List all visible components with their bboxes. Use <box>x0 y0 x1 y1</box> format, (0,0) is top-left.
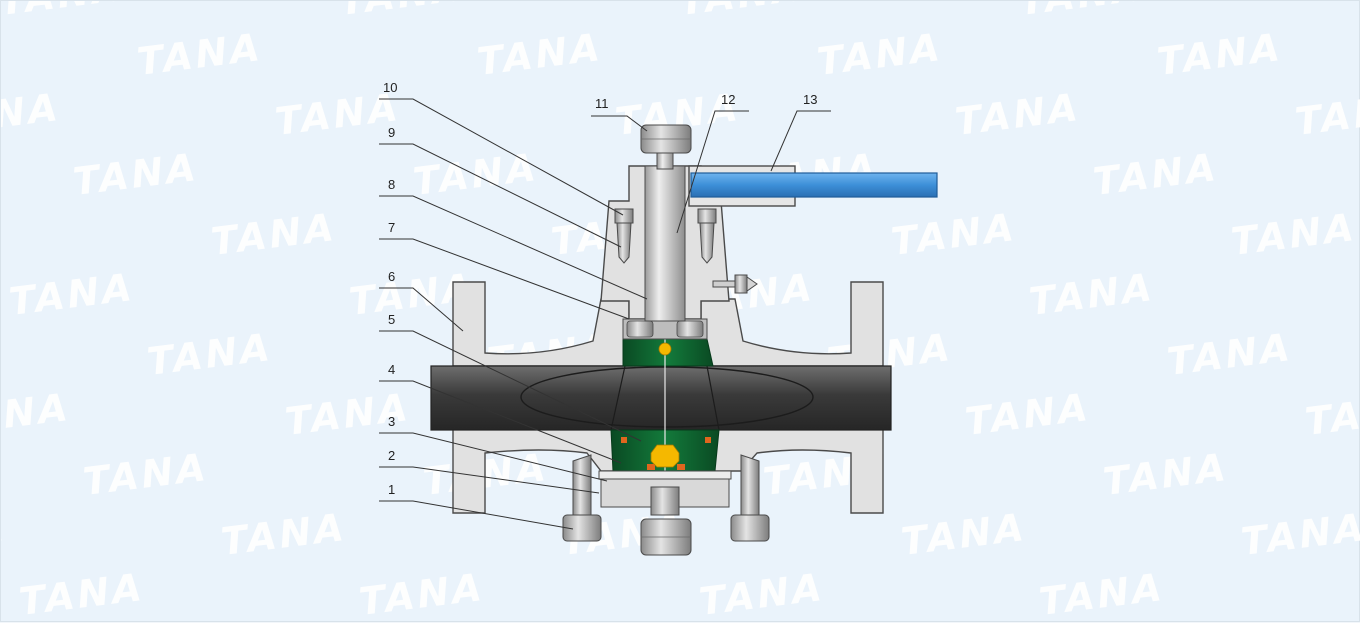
callout-label-3: 3 <box>388 414 395 429</box>
watermark-text: TANA <box>889 205 1019 264</box>
watermark-text: TANA <box>1293 85 1360 144</box>
watermark-text: TANA <box>963 385 1093 444</box>
watermark-text: TANA <box>1 385 73 444</box>
watermark-text: TANA <box>677 1 807 24</box>
watermark-text: TANA <box>899 505 1029 564</box>
callout-labels: 1 2 3 4 5 6 7 8 9 10 11 12 13 <box>383 80 817 497</box>
watermark-text: TANA <box>1091 145 1221 204</box>
watermark-text: TANA <box>411 145 541 204</box>
stem <box>640 124 692 322</box>
watermark-text: TANA <box>1 1 127 24</box>
callout-leaders <box>379 98 831 530</box>
watermark-text: TANA <box>1017 1 1147 24</box>
watermark-text: TANA <box>1165 325 1295 384</box>
callout-label-12: 12 <box>721 92 735 107</box>
callout-label-10: 10 <box>383 80 397 95</box>
watermark-text: TANA <box>815 25 945 84</box>
grease-fitting <box>712 274 758 294</box>
watermark-text: TANA <box>209 205 339 264</box>
watermark-text: TANA <box>71 145 201 204</box>
callout-label-8: 8 <box>388 177 395 192</box>
watermark-text: TANA <box>1 505 9 564</box>
plug <box>610 338 720 472</box>
handle-bar <box>690 172 938 198</box>
watermark-text: TANA <box>17 565 147 623</box>
callout-label-5: 5 <box>388 312 395 327</box>
grease-point <box>658 342 672 356</box>
watermark-text: TANA <box>1027 265 1157 324</box>
watermark-text: TANA <box>81 445 211 504</box>
watermark-text: TANA <box>219 505 349 564</box>
callout-label-4: 4 <box>388 362 395 377</box>
watermark-text: TANA <box>1303 385 1360 444</box>
watermark-text: TANA <box>1037 565 1167 623</box>
watermark-text: TANA <box>1155 25 1285 84</box>
watermark-text: TANA <box>135 25 265 84</box>
seal-strip <box>705 437 711 443</box>
watermark-text: TANA <box>357 565 487 623</box>
callout-label-11: 11 <box>595 96 609 111</box>
callout-label-6: 6 <box>388 269 395 284</box>
callout-label-1: 1 <box>388 482 395 497</box>
seal-strip <box>621 437 627 443</box>
seal-strip <box>677 464 685 470</box>
watermark-text: TANA <box>1239 505 1360 564</box>
callout-label-9: 9 <box>388 125 395 140</box>
watermark-text: TANA <box>1101 445 1231 504</box>
seal-strip <box>647 464 655 470</box>
pipe-bore <box>430 365 892 431</box>
gland-bolts <box>614 208 717 264</box>
watermark-text: TANA <box>421 445 551 504</box>
watermark-text: TANA <box>337 1 467 24</box>
watermark-text: TANA <box>697 565 827 623</box>
packing-gland <box>622 318 708 340</box>
watermark-text: TANA <box>145 325 275 384</box>
callout-label-13: 13 <box>803 92 817 107</box>
callout-label-2: 2 <box>388 448 395 463</box>
bottom-cover <box>598 470 732 556</box>
watermark-text: TANA <box>7 265 137 324</box>
bottom-studs <box>562 454 770 542</box>
watermark-text: TANA <box>1229 205 1359 264</box>
watermark-text: TANA <box>475 25 605 84</box>
callout-label-7: 7 <box>388 220 395 235</box>
watermark-text: TANA <box>1 85 63 144</box>
grease-point <box>650 444 680 468</box>
watermark-text: TANA <box>953 85 1083 144</box>
